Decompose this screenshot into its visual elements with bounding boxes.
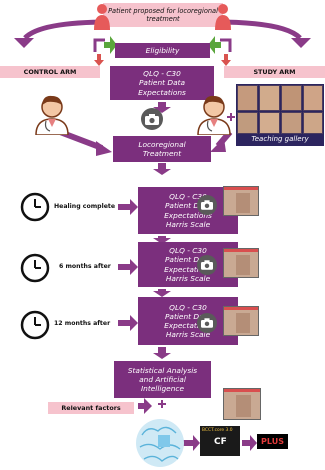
diag-arrow-left-head: [96, 141, 112, 156]
bcct-logo-text: BCCT.core 3.0: [202, 428, 233, 433]
qlq-box-1: QLQ - C30 Patient Data Expectations: [110, 66, 214, 100]
stage-arrows: [118, 199, 152, 414]
clock-icon: [20, 192, 50, 222]
gallery-photo: [303, 85, 323, 111]
bracket-arrow-left: [93, 38, 105, 52]
stage-label-twelve-months: 12 months after: [54, 320, 111, 327]
qlq-line: Patient Data: [164, 311, 212, 321]
locoregional-box: Locoregional Treatment: [113, 136, 211, 162]
gallery-photo: [237, 85, 258, 111]
red-arrow-right: [221, 54, 231, 66]
locoregional-line: Locoregional: [138, 139, 186, 149]
stats-line: and Artificial: [139, 374, 186, 384]
study-arm-label: STUDY ARM: [253, 68, 296, 76]
qlq-box-3: QLQ - C30 Patient Data Expectations Harr…: [138, 242, 238, 287]
qlq-line: Expectations: [164, 264, 212, 274]
breast-photo-thumbnail: [223, 306, 259, 336]
qlq-line: Harris Scale: [165, 273, 211, 283]
red-arrow-left: [94, 54, 104, 66]
gallery-photo: [281, 112, 302, 134]
qlq-line: Harris Scale: [165, 330, 211, 340]
gallery-photo: [281, 85, 302, 111]
qlq-line: QLQ - C30: [143, 69, 181, 79]
green-arrow-left: [104, 36, 117, 54]
stage-label-healing: Healing complete: [54, 203, 116, 210]
stats-line: Statistical Analysis: [127, 365, 198, 375]
camera-icon: [141, 108, 163, 130]
plus-icon: [227, 113, 235, 121]
gallery-photo: [259, 85, 280, 111]
diag-arrow-right-head: [210, 138, 226, 152]
eligibility-box: Eligibility: [115, 43, 210, 58]
plus-badge: PLUS: [257, 434, 288, 449]
qlq-line: Expectations: [164, 210, 212, 220]
qlq-box-2: QLQ - C30 Patient Data Expectations Harr…: [138, 187, 238, 234]
patient-proposed-text: Patient proposed for locoregional treatm…: [108, 7, 218, 23]
gallery-photo: [303, 112, 323, 134]
green-arrow-right: [208, 36, 221, 54]
teaching-gallery-label: Teaching gallery: [251, 135, 309, 143]
plus-badge-label: PLUS: [261, 437, 284, 446]
doctor-icon: [35, 95, 69, 135]
qlq-line: Harris Scale: [165, 219, 211, 229]
stats-ai-box: Statistical Analysis and Artificial Inte…: [114, 361, 211, 398]
relevant-factors-banner: Relevant factors: [48, 402, 134, 414]
control-arm-label: CONTROL ARM: [23, 68, 77, 76]
clock-icon: [20, 310, 50, 340]
curved-arrow-right-head: [291, 38, 311, 48]
control-arm-banner: CONTROL ARM: [0, 66, 100, 78]
clock-icon: [20, 253, 50, 283]
camera-icon: [197, 195, 217, 215]
patient-proposed-banner: Patient proposed for locoregional treatm…: [103, 3, 223, 27]
plus-icon: [158, 400, 166, 408]
stats-line: Intelligence: [140, 384, 184, 394]
teaching-gallery: Teaching gallery: [236, 84, 324, 146]
gallery-photo: [259, 112, 280, 134]
bcct-logo: BCCT.core 3.0 CF: [200, 426, 240, 456]
qlq-line: Expectations: [138, 87, 186, 97]
relevant-factors-label: Relevant factors: [61, 404, 121, 412]
qlq-line: QLQ - C30: [169, 302, 207, 312]
locoregional-line: Treatment: [142, 149, 182, 158]
qlq-line: QLQ - C30: [169, 192, 207, 202]
qlq-line: Patient Data: [164, 255, 212, 265]
qlq-line: Patient Data: [164, 201, 212, 211]
qlq-line: Patient Data: [138, 78, 186, 88]
breast-photo-thumbnail: [223, 388, 261, 420]
arrow-to-plus: [242, 435, 257, 451]
brain-icon: [136, 419, 184, 467]
gallery-photo: [237, 112, 258, 134]
bcct-logo-sub: CF: [214, 437, 227, 447]
person-icon: [215, 4, 231, 30]
qlq-line: QLQ - C30: [169, 246, 207, 256]
bracket-arrow-right: [220, 38, 232, 52]
curved-arrow-left-head: [14, 38, 34, 48]
breast-photo-thumbnail: [223, 186, 259, 216]
breast-photo-thumbnail: [223, 248, 259, 278]
arrow-to-logo: [183, 435, 200, 451]
qlq-box-4: QLQ - C30 Patient Data Expectations Harr…: [138, 297, 238, 345]
eligibility-label: Eligibility: [145, 45, 180, 55]
camera-icon: [197, 255, 217, 275]
person-icon: [94, 4, 110, 30]
doctor-icon: [197, 95, 231, 135]
down-arrows: [153, 102, 171, 359]
stage-label-six-months: 6 months after: [59, 263, 111, 270]
camera-icon: [197, 313, 217, 333]
qlq-line: Expectations: [164, 321, 212, 330]
study-arm-banner: STUDY ARM: [224, 66, 325, 78]
